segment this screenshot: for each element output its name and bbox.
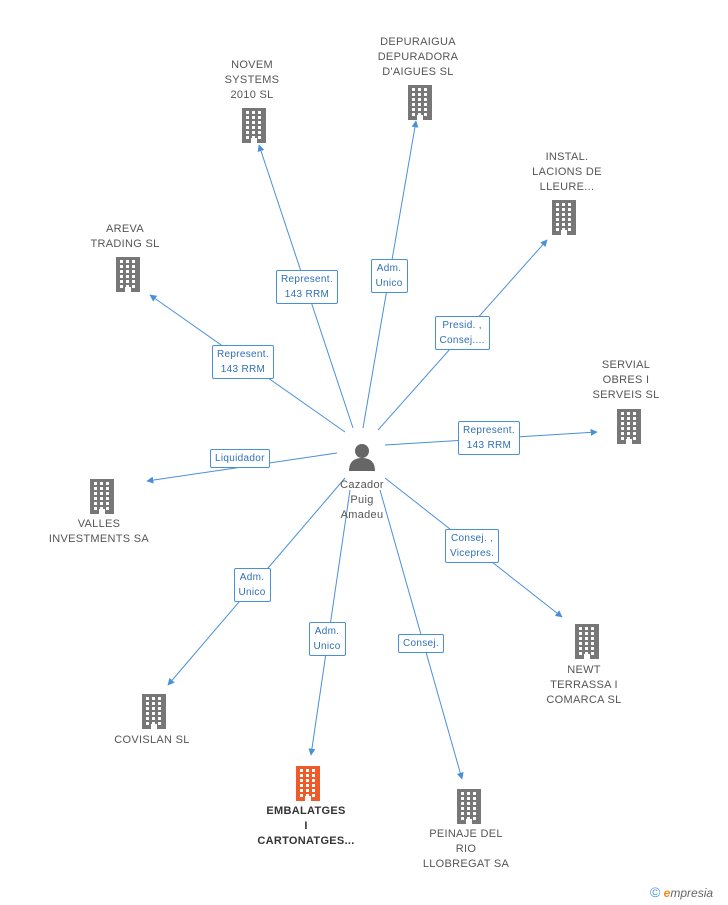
company-node-servial[interactable] [614,408,644,449]
company-node-areva[interactable] [113,256,143,297]
company-label-embalatges[interactable]: EMBALATGES I CARTONATGES... [257,805,355,847]
company-label-novem[interactable]: NOVEM SYSTEMS 2010 SL [224,59,280,101]
role-label-valles[interactable]: Liquidador [210,448,270,468]
role-label-instal[interactable]: Presid. , Consej.... [434,316,490,350]
company-label-servial[interactable]: SERVIAL OBRES I SERVEIS SL [592,359,660,401]
role-label-newt[interactable]: Consej. , Vicepres. [445,529,500,563]
person-icon [349,444,375,471]
person-label: Cazador Puig Amadeu [340,479,384,521]
role-label-depuraigua[interactable]: Adm. Unico [370,259,408,293]
building-icon [90,479,114,514]
company-node-depuraigua[interactable] [405,84,435,125]
company-node-instal[interactable] [549,199,579,240]
company-label-depuraigua[interactable]: DEPURAIGUA DEPURADORA D'AIGUES SL [377,36,459,78]
role-label-covislan[interactable]: Adm. Unico [233,568,271,602]
company-label-newt[interactable]: NEWT TERRASSA I COMARCA SL [546,664,622,706]
company-label-valles[interactable]: VALLES INVESTMENTS SA [48,518,150,545]
building-icon [617,409,641,444]
role-label-areva[interactable]: Represent. 143 RRM [212,345,274,379]
company-label-instal[interactable]: INSTAL. LACIONS DE LLEURE... [532,151,602,193]
building-icon [296,766,320,801]
building-icon [116,257,140,292]
copyright-icon: © [650,884,661,900]
company-label-areva[interactable]: AREVA TRADING SL [90,223,160,250]
role-label-embalatges[interactable]: Adm. Unico [308,622,346,656]
building-icon [242,108,266,143]
company-node-valles[interactable] [87,478,117,519]
brand-logo: © empresia [650,884,714,900]
role-label-servial[interactable]: Represent. 143 RRM [458,421,520,455]
building-icon [552,200,576,235]
company-label-covislan[interactable]: COVISLAN SL [114,734,190,746]
building-icon [575,624,599,659]
company-node-newt[interactable] [572,623,602,664]
building-icon [408,85,432,120]
role-label-peinaje[interactable]: Consej. [398,633,445,653]
company-node-peinaje[interactable] [454,788,484,829]
company-node-novem[interactable] [239,107,269,148]
person-node[interactable] [347,442,377,477]
company-node-covislan[interactable] [139,693,169,734]
building-icon [142,694,166,729]
building-icon [457,789,481,824]
company-label-peinaje[interactable]: PEINAJE DEL RIO LLOBREGAT SA [422,828,510,870]
role-label-novem[interactable]: Represent. 143 RRM [276,270,338,304]
company-node-embalatges[interactable] [293,765,323,806]
